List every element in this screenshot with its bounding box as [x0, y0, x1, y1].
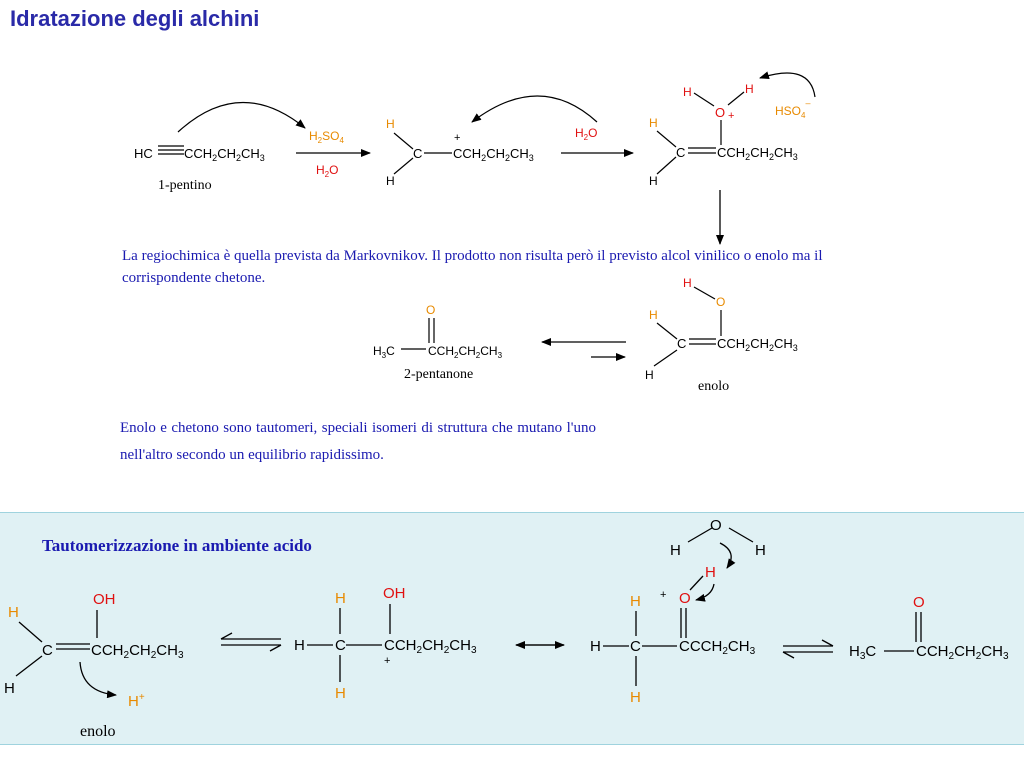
pentanone-molecule: O H3C CCH2CH2CH3: [373, 303, 503, 360]
svg-text:O: O: [715, 105, 725, 120]
svg-text:H: H: [386, 174, 395, 188]
slide-title: Idratazione degli alchini: [10, 6, 260, 31]
svg-text:CCH2CH2CH3: CCH2CH2CH3: [91, 642, 184, 661]
svg-text:+: +: [660, 589, 666, 601]
equilibrium-arrows-1: [220, 632, 282, 652]
protonated-enol: H H O + H H C CCH2CH2CH3: [649, 82, 798, 188]
svg-text:H: H: [683, 85, 692, 99]
curved-arrow-water-attack: [471, 95, 598, 123]
enol-name-label: enolo: [698, 379, 729, 394]
hso4-label: HSO4–: [775, 98, 810, 120]
tautomer-paragraph: Enolo e chetono sono tautomeri, speciali…: [120, 420, 596, 463]
markovnikov-paragraph: La regiochimica è quella prevista da Mar…: [122, 248, 823, 286]
curved-arrow-oh-bond: [695, 583, 715, 602]
svg-text:CCH2CH2CH3: CCH2CH2CH3: [453, 146, 534, 163]
curved-arrow-triple-bond: [177, 101, 306, 133]
bottom-ketone: O H3C CCH2CH2CH3: [849, 594, 1009, 662]
svg-text:CCH2CH2CH3: CCH2CH2CH3: [428, 344, 503, 360]
svg-text:H: H: [683, 276, 692, 290]
pentanone-name-label: 2-pentanone: [404, 367, 473, 382]
svg-text:CCH2CH2CH3: CCH2CH2CH3: [184, 146, 265, 163]
svg-text:H: H: [8, 604, 19, 621]
svg-text:O: O: [426, 303, 435, 317]
svg-text:+: +: [454, 132, 460, 144]
vinyl-carbocation: H H C + CCH2CH2CH3: [386, 117, 534, 188]
svg-text:H: H: [590, 638, 601, 655]
svg-text:+: +: [728, 110, 734, 122]
water-label: H2O: [575, 126, 597, 142]
svg-text:H3C: H3C: [849, 643, 876, 662]
enol-molecule: H O H H C CCH2CH2CH3: [645, 276, 798, 382]
proton-label: H+: [128, 692, 145, 710]
svg-text:CCH2CH2CH3: CCH2CH2CH3: [384, 637, 477, 656]
svg-text:H: H: [645, 368, 654, 382]
svg-text:HC: HC: [134, 146, 153, 161]
bottom-enol: OH H H C CCH2CH2CH3: [4, 591, 184, 697]
svg-text:H: H: [745, 82, 754, 96]
svg-text:C: C: [676, 145, 685, 160]
bottom-enol-name-label: enolo: [80, 723, 116, 740]
svg-text:C: C: [630, 638, 641, 655]
svg-text:H: H: [335, 590, 346, 607]
svg-text:H: H: [670, 542, 681, 559]
svg-text:H: H: [649, 174, 658, 188]
svg-text:O: O: [913, 594, 925, 611]
svg-text:H: H: [755, 542, 766, 559]
svg-text:H: H: [630, 689, 641, 706]
svg-text:CCH2CH2CH3: CCH2CH2CH3: [717, 145, 798, 162]
svg-text:H: H: [4, 680, 15, 697]
svg-text:H: H: [649, 308, 658, 322]
curved-arrow-water-deprotonation: [719, 542, 736, 569]
oxocarbenium-ion: O H H H O + H C H H CCCH2CH3: [590, 517, 766, 706]
panel-title: Tautomerizzazione in ambiente acido: [42, 536, 312, 555]
svg-text:CCCH2CH3: CCCH2CH3: [679, 638, 756, 657]
svg-text:O: O: [710, 517, 722, 534]
svg-text:O: O: [716, 295, 725, 309]
bottom-carbocation: H C H H OH CCH2CH2CH3 +: [294, 585, 477, 702]
pentyne-name-label: 1-pentino: [158, 178, 212, 193]
curved-arrow-protonation: [79, 661, 117, 699]
svg-text:H: H: [335, 685, 346, 702]
svg-text:H: H: [294, 637, 305, 654]
svg-text:H3C: H3C: [373, 344, 395, 360]
acid-tautomerization-panel: [0, 512, 1024, 745]
svg-text:C: C: [677, 336, 686, 351]
equilibrium-arrows-2: [782, 639, 834, 659]
svg-text:C: C: [335, 637, 346, 654]
svg-text:H: H: [630, 593, 641, 610]
svg-text:H: H: [649, 116, 658, 130]
svg-text:H: H: [386, 117, 395, 131]
svg-text:O: O: [679, 590, 691, 607]
svg-text:C: C: [42, 642, 53, 659]
svg-text:C: C: [413, 146, 422, 161]
svg-text:OH: OH: [383, 585, 406, 602]
svg-text:CCH2CH2CH3: CCH2CH2CH3: [717, 336, 798, 353]
reagent-h2so4: H2SO4: [309, 129, 344, 145]
svg-text:OH: OH: [93, 591, 116, 608]
curved-arrow-deprotonation: [759, 71, 816, 98]
reagent-h2o: H2O: [316, 163, 338, 179]
pentyne-molecule: HC CCH2CH2CH3: [134, 145, 265, 163]
svg-text:H: H: [705, 564, 716, 581]
svg-text:+: +: [384, 655, 390, 667]
svg-text:CCH2CH2CH3: CCH2CH2CH3: [916, 643, 1009, 662]
